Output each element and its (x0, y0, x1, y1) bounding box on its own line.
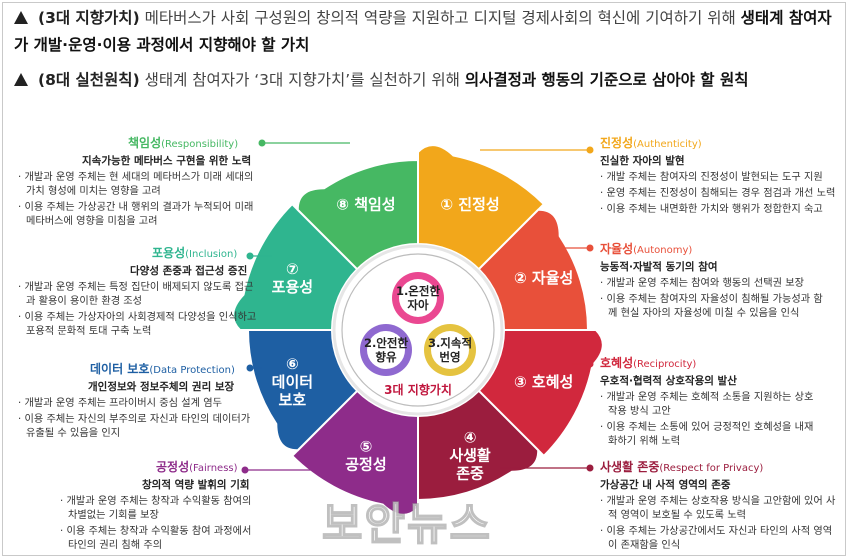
panel-responsibility: 책임성(Responsibility) 지속가능한 메타버스 구현을 위한 노력… (18, 136, 258, 231)
panel-title: 포용성 (152, 246, 186, 260)
triangle-bullet-icon (14, 73, 28, 86)
panel-reciprocity: 호혜성(Reciprocity) 우호적·협력적 상호작용의 발산 · 개발과 … (600, 356, 820, 451)
panel-authenticity: 진정성(Authenticity) 진실한 자아의 발현 · 개발 주체는 참여… (600, 136, 840, 219)
panel-item: · 이용 주체는 가상공간에서도 자신과 타인의 사적 영역이 존재함을 인식 (600, 526, 833, 551)
panel-item: · 이용 주체는 가상공간 내 행위의 결과가 누적되어 미래 메타버스에 영향… (18, 202, 254, 227)
value-blob-inner (367, 331, 405, 369)
value-blob-inner (399, 279, 437, 317)
panel-item: · 이용 주체는 가상자아의 사회경제적 다양성을 인식하고 포용적 문화적 토… (18, 312, 257, 337)
panel-item: · 이용 주체는 자신의 부주의로 자신과 타인의 데이터가 유출될 수 있음을… (18, 414, 251, 439)
connector-dot (258, 139, 266, 147)
panel-item: · 이용 주체는 창작과 수익활동 참여 과정에서 타인의 권리 침해 주의 (60, 526, 252, 551)
panel-item: · 개발 주체는 참여자의 진정성이 발현되는 도구 지원 (600, 172, 823, 183)
panel-title-en: (Data Protection) (149, 365, 235, 376)
panel-item: · 개발과 운영 주체는 호혜적 소통을 지원하는 상호작용 방식 고안 (600, 392, 814, 417)
panel-item: · 개발과 운영 주체는 참여와 행동의 선택권 보장 (600, 278, 804, 289)
wheel-segment (296, 158, 419, 271)
panel-title-en: (Fairness) (189, 463, 238, 474)
segment-label: ① 진정성 (440, 195, 499, 213)
panel-subtitle: 창의적 역량 발휘의 기회 (142, 479, 250, 491)
panel-data-protection: 데이터 보호(Data Protection) 개인정보와 정보주체의 권리 보… (18, 362, 258, 443)
segment-label: ② 자율성 (514, 269, 573, 287)
bullet-three-values: (3대 지향가치) 메타버스가 사회 구성원의 창의적 역량을 지원하고 디지털… (14, 5, 836, 59)
bullet-text: 생태계 참여자가 ‘3대 지향가치’를 실천하기 위해 (139, 71, 465, 89)
panel-title-en: (Respect for Privacy) (659, 463, 764, 474)
panel-item: · 운영 주체는 진정성이 침해되는 경우 점검과 개선 노력 (600, 188, 836, 199)
bullet-strong-text: 의사결정과 행동의 기준으로 삼아야 할 원칙 (464, 71, 749, 89)
wheel-segment (246, 329, 359, 452)
wheel-segment (477, 208, 590, 331)
panel-title-en: (Reciprocity) (633, 359, 697, 370)
panel-privacy: 사생활 존중(Respect for Privacy) 가상공간 내 사적 영역… (600, 460, 838, 555)
panel-subtitle: 가상공간 내 사적 영역의 존중 (600, 479, 731, 491)
panel-item: · 이용 주체는 내면화한 가치와 행위가 정합한지 숙고 (600, 204, 823, 215)
panel-inclusion: 포용성(Inclusion) 다양성 존중과 접근성 증진 · 개발과 운영 주… (18, 246, 258, 341)
segment-label: ⑧ 책임성 (336, 195, 395, 213)
panel-autonomy: 자율성(Autonomy) 능동적·자발적 동기의 참여 · 개발과 운영 주체… (600, 242, 830, 323)
panel-title-en: (Inclusion) (185, 249, 238, 260)
wheel-segment (417, 389, 540, 502)
panel-item: · 이용 주체는 소통에 있어 긍정적인 호혜성을 내재화하기 위해 노력 (600, 422, 814, 447)
wheel-segment (290, 389, 419, 516)
segment-label: ③ 호혜성 (514, 373, 573, 391)
connector-dot (246, 364, 254, 372)
connector-dot (241, 466, 249, 474)
bullet-eight-principles: (8대 실천원칙) 생태계 참여자가 ‘3대 지향가치’를 실천하기 위해 의사… (14, 67, 836, 94)
wheel-segment (417, 144, 546, 271)
bullet-strong-text: 생태계 참여자가 개발·운영·이용 과정에서 지향해야 할 가치 (14, 9, 832, 54)
panel-title: 공정성 (156, 460, 190, 474)
connector-dot (586, 464, 594, 472)
connector-dot (586, 146, 594, 154)
bullet-head: (3대 지향가치) (38, 9, 140, 27)
panel-title: 진정성 (600, 136, 634, 150)
panel-title: 사생활 존중 (600, 460, 660, 474)
panel-item: · 이용 주체는 참여자의 자율성이 침해될 가능성과 함께 현실 자아의 자율… (600, 294, 823, 319)
panel-item: · 개발과 운영 주체는 현 세대의 메타버스가 미래 세대의 가치 형성에 미… (18, 172, 254, 197)
bullet-text: 메타버스가 사회 구성원의 창의적 역량을 지원하고 디지털 경제사회의 혁신에… (139, 9, 741, 27)
panel-item: · 개발과 운영 주체는 창작과 수익활동 참여의 차별없는 기회를 보장 (60, 496, 252, 521)
panel-title: 자율성 (600, 242, 634, 256)
panel-item: · 개발과 운영 주체는 특정 집단이 배제되지 않도록 접근과 활용이 용이한… (18, 282, 254, 307)
center-title: 3대 지향가치 (384, 382, 452, 397)
panel-subtitle: 지속가능한 메타버스 구현을 위한 노력 (82, 155, 252, 167)
wheel-segment (232, 202, 359, 331)
panel-title: 데이터 보호 (90, 362, 150, 376)
panel-subtitle: 개인정보와 정보주체의 권리 보장 (88, 381, 235, 393)
bullet-head: (8대 실천원칙) (38, 71, 140, 89)
wheel-segment (477, 329, 604, 458)
panel-item: · 개발과 운영 주체는 프라이버시 중심 설계 염두 (18, 398, 222, 409)
value-blob-inner (431, 331, 469, 369)
panel-subtitle: 다양성 존중과 접근성 증진 (130, 265, 248, 277)
panel-item: · 개발과 운영 주체는 상호작용 방식을 고안함에 있어 사적 영역이 보호될… (600, 496, 836, 521)
panel-title-en: (Authenticity) (633, 139, 702, 150)
connector-dot (586, 360, 594, 368)
panel-title: 호혜성 (600, 356, 634, 370)
triangle-bullet-icon (14, 11, 28, 24)
panel-title: 책임성 (128, 136, 162, 150)
panel-subtitle: 진실한 자아의 발현 (600, 155, 685, 167)
connector-dot (586, 244, 594, 252)
panel-subtitle: 우호적·협력적 상호작용의 발산 (600, 375, 737, 387)
panel-subtitle: 능동적·자발적 동기의 참여 (600, 261, 718, 273)
panel-title-en: (Autonomy) (633, 245, 693, 256)
connector-dot (246, 252, 254, 260)
panel-title-en: (Responsibility) (161, 139, 239, 150)
watermark-text: 보안뉴스 (321, 498, 492, 551)
panel-fairness: 공정성(Fairness) 창의적 역량 발휘의 기회 · 개발과 운영 주체는… (60, 460, 260, 555)
